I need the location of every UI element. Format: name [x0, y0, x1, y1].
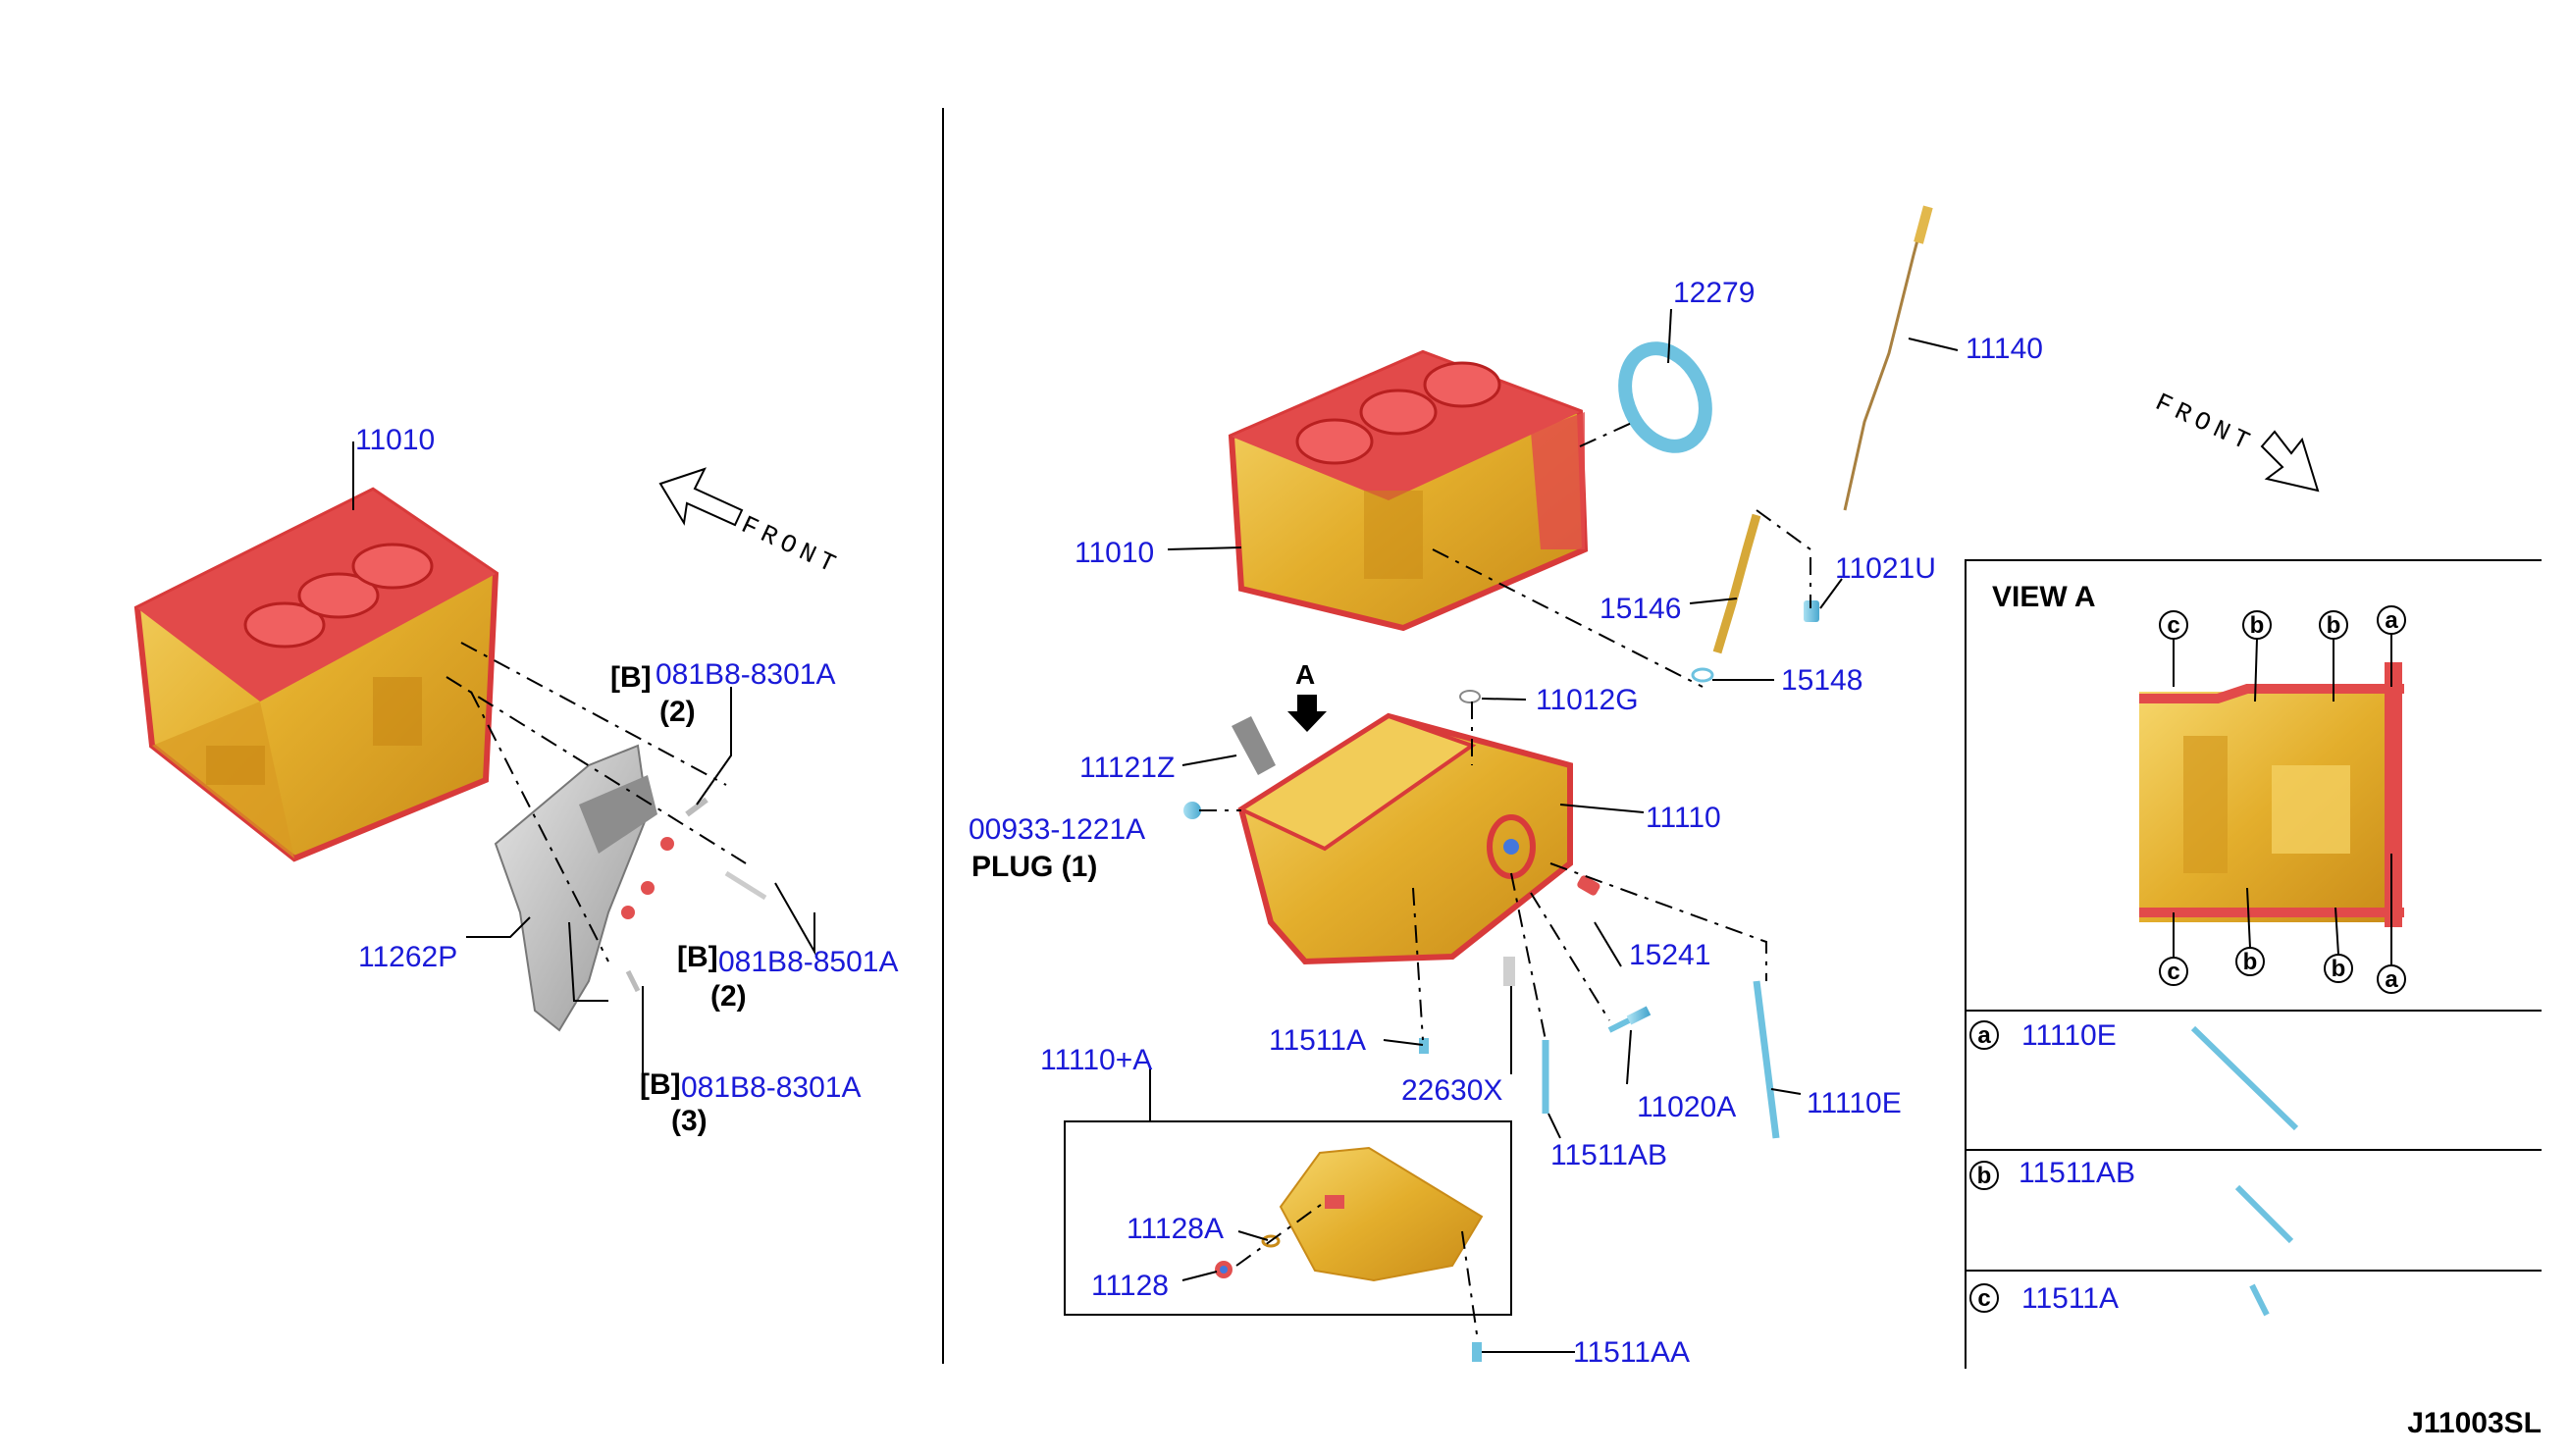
baffle-11121z	[1232, 716, 1276, 775]
svg-text:a: a	[1977, 1022, 1991, 1049]
legend-b-bolt-icon	[2234, 1184, 2294, 1244]
left-bolts	[625, 797, 767, 993]
label-12279: 12279	[1673, 277, 1755, 309]
front-arrow-right-icon	[2260, 430, 2320, 493]
view-a-block	[2139, 662, 2404, 927]
label-15241: 15241	[1629, 939, 1710, 971]
bolt-3-part: 081B8-8301A	[681, 1071, 862, 1104]
plug-00933	[1183, 802, 1201, 819]
legend-c-marker	[1969, 1283, 1999, 1313]
svg-text:b: b	[1977, 1163, 1992, 1189]
bolt-11511a	[1419, 1038, 1429, 1054]
label-11010-right: 11010	[1075, 537, 1154, 569]
bolt-1-prefix: [B]	[610, 661, 652, 694]
label-11262p: 11262P	[358, 941, 457, 973]
label-11110e: 11110E	[1807, 1087, 1902, 1119]
bolt-11021u	[1804, 600, 1819, 622]
label-00933: 00933-1221A	[969, 813, 1145, 846]
right-cylinder-block	[1228, 349, 1589, 632]
label-11511ab: 11511AB	[1550, 1139, 1667, 1171]
bolt-11511aa	[1472, 1342, 1482, 1362]
label-11021u: 11021U	[1835, 552, 1936, 585]
legend-c-part: 11511A	[2021, 1282, 2119, 1315]
label-11012g: 11012G	[1536, 684, 1639, 716]
view-a-bottom-markers: c b b a	[2159, 947, 2406, 994]
label-11511aa: 11511AA	[1573, 1336, 1690, 1369]
front-label-left: FRONT	[737, 510, 846, 582]
left-bracket	[494, 744, 674, 1032]
o-ring-11012g	[1459, 690, 1481, 703]
o-ring-15148	[1691, 667, 1714, 683]
label-11010-left: 11010	[355, 424, 435, 456]
left-cylinder-block	[133, 487, 499, 862]
label-11110: 11110	[1646, 802, 1721, 834]
oil-pan-box	[1064, 1120, 1512, 1316]
label-11110a: 11110+A	[1040, 1044, 1152, 1076]
oil-seal-ring	[1618, 341, 1712, 453]
drawing-code: J11003SL	[2407, 1407, 2542, 1439]
label-11140: 11140	[1966, 333, 2043, 365]
view-arrow-icon	[1287, 695, 1327, 732]
bolt-1-qty: (2)	[659, 696, 696, 728]
svg-text:a: a	[2385, 607, 2398, 634]
dipstick	[1843, 205, 1933, 511]
sensor-22630x	[1503, 957, 1515, 986]
bolt-3-qty: (3)	[671, 1105, 708, 1137]
front-label-right: FRONT	[2151, 388, 2260, 459]
label-15148: 15148	[1781, 664, 1862, 697]
label-11121z: 11121Z	[1079, 752, 1175, 784]
label-plug: PLUG (1)	[971, 851, 1097, 883]
svg-text:b: b	[2250, 612, 2265, 639]
washer-11128a	[1261, 1234, 1281, 1248]
svg-text:c: c	[1977, 1285, 1990, 1312]
bolt-11110e	[1753, 980, 1780, 1139]
bolt-11020a	[1607, 1006, 1652, 1033]
bolt-3-prefix: [B]	[640, 1068, 681, 1101]
label-11020a: 11020A	[1637, 1091, 1736, 1123]
bolt-2-qty: (2)	[710, 980, 747, 1013]
front-arrow-left-icon	[658, 467, 744, 527]
lower-crankcase	[1236, 712, 1573, 965]
svg-text:a: a	[2385, 966, 2398, 993]
label-15146: 15146	[1600, 593, 1681, 625]
label-22630x: 22630X	[1401, 1074, 1502, 1107]
oil-pan	[1279, 1146, 1484, 1282]
legend-b-marker	[1969, 1161, 1999, 1190]
bolt-2-prefix: [B]	[677, 941, 718, 973]
svg-text:c: c	[2167, 612, 2179, 639]
label-11511a: 11511A	[1269, 1024, 1366, 1057]
view-a-title: VIEW A	[1992, 581, 2096, 613]
legend-a-marker	[1969, 1020, 1999, 1050]
legend-a-part: 11110E	[2021, 1019, 2117, 1052]
view-arrow-label: A	[1295, 659, 1315, 690]
svg-text:b: b	[2332, 956, 2346, 982]
dipstick-guide-tube	[1712, 513, 1761, 654]
svg-text:b: b	[2243, 949, 2258, 975]
bolt-1-part: 081B8-8301A	[656, 658, 836, 691]
view-a-top-markers: c b b a	[2159, 605, 2406, 640]
label-11128a: 11128A	[1127, 1213, 1224, 1245]
svg-text:b: b	[2327, 612, 2341, 639]
legend-a-bolt-icon	[2190, 1025, 2299, 1131]
drain-15241	[1577, 875, 1600, 896]
view-a-frame	[1965, 559, 2542, 1369]
svg-text:c: c	[2167, 959, 2179, 985]
legend-c-bolt-icon	[2249, 1283, 2270, 1317]
legend-b-part: 11511AB	[2019, 1157, 2135, 1189]
bolt-2-part: 081B8-8501A	[718, 946, 899, 978]
label-11128: 11128	[1091, 1270, 1169, 1302]
drain-plug-11128	[1215, 1261, 1233, 1278]
